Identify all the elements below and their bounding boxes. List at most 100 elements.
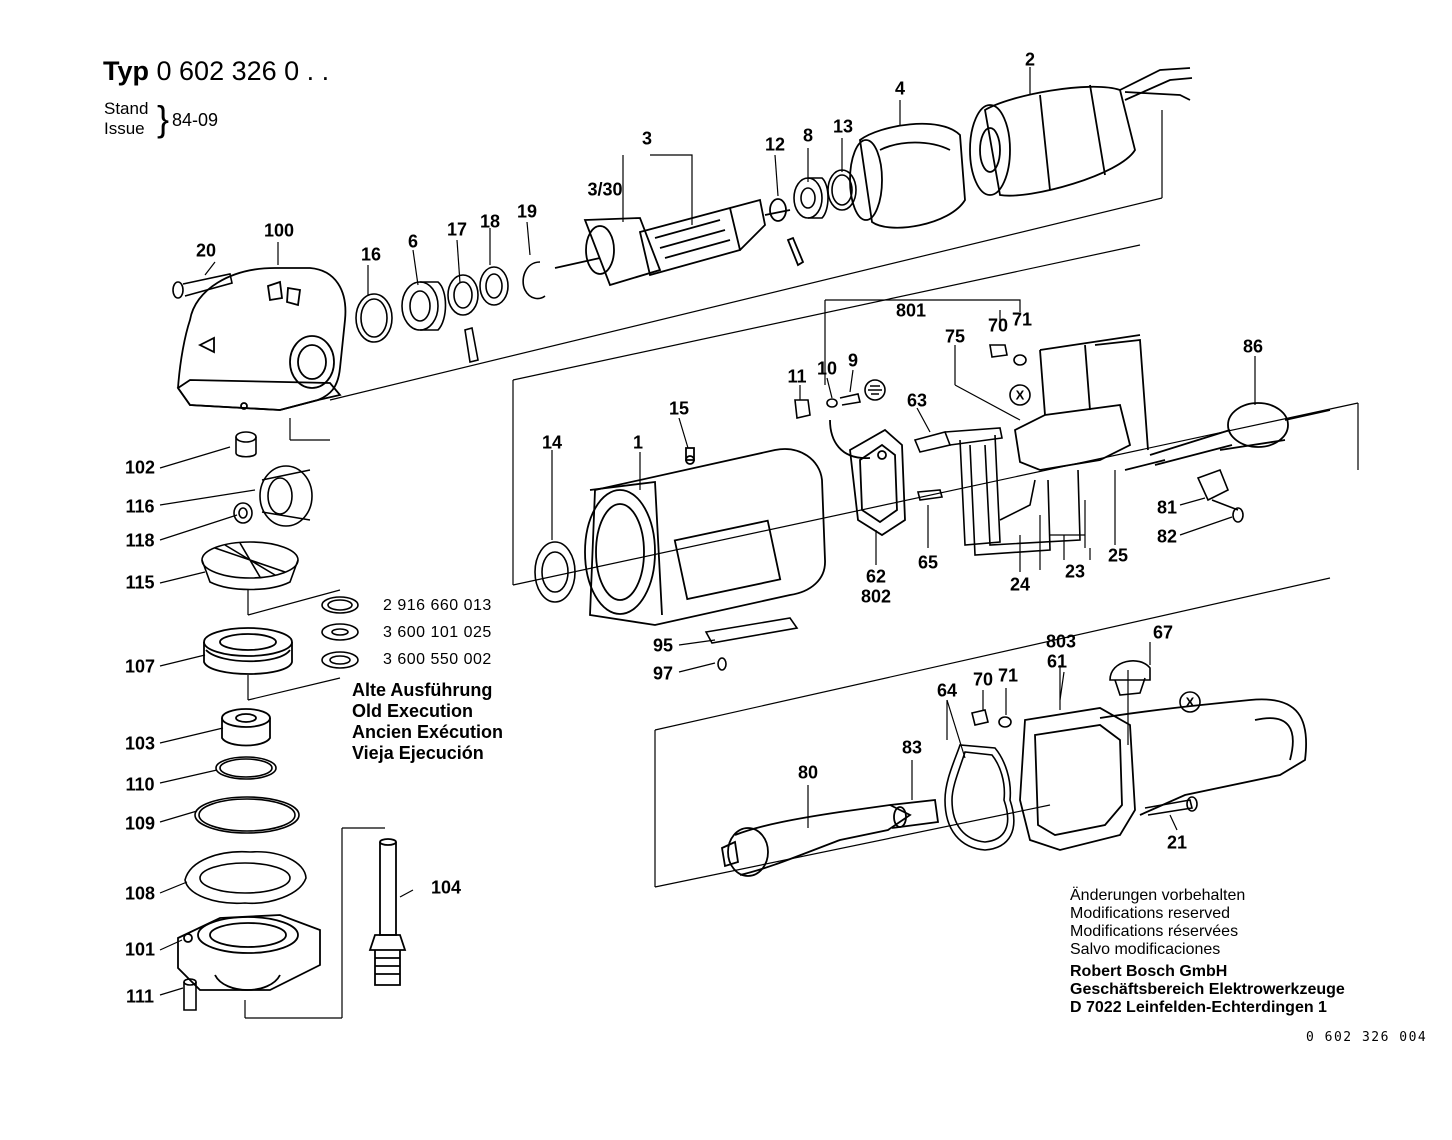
label-104: 104 [430,877,462,898]
baffle-4 [849,122,966,229]
footer-note-fr: Modifications réservées [1070,923,1239,940]
label-1: 1 [632,432,644,453]
document-number: 0 602 326 004 [1306,1030,1428,1045]
ring-110 [215,756,277,780]
gasket-108 [184,850,307,905]
label-97: 97 [652,663,674,684]
cord-sleeve-86 [1124,402,1331,471]
x-mark-top: X [1015,387,1025,403]
screw-111 [183,978,197,1011]
cord-guard-80-83 [720,799,940,877]
label-70-bottom: 70 [972,669,994,690]
label-102: 102 [124,457,156,478]
label-16: 16 [360,244,382,265]
part-pointers [159,67,1256,996]
gear-housing-100 [176,267,347,411]
label-12: 12 [764,134,786,155]
label-107: 107 [124,656,156,677]
label-13: 13 [832,116,854,137]
label-25: 25 [1107,545,1129,566]
label-62: 62 [865,566,887,587]
label-111: 111 [125,986,155,1007]
old-part-number-3: 3 600 550 002 [383,651,492,668]
old-execution-caption: Alte Ausführung Old Execution Ancien Exé… [352,680,503,764]
spindle-104 [368,838,407,986]
issue-brace: } [157,98,170,139]
label-75: 75 [944,326,966,347]
handle-housing-61 [1019,698,1307,851]
label-81: 81 [1156,497,1178,518]
issue-date: 84-09 [172,110,219,130]
old-execution-fr: Ancien Exécution [352,722,504,742]
screws-70-71-lower [971,709,1012,728]
label-71-top: 71 [1011,309,1033,330]
type-number: 0 602 326 [156,56,277,86]
brush-plate-62 [829,419,906,537]
armature-3 [554,198,805,287]
company-name: Robert Bosch GmbH [1070,963,1228,980]
label-116: 116 [125,496,155,517]
label-9: 9 [847,350,859,371]
old-part-number-2: 3 600 101 025 [383,624,492,641]
gasket-64 [944,744,1015,851]
label-15: 15 [668,398,690,419]
bevel-gear-116 [259,465,313,527]
old-execution-de: Alte Ausführung [352,680,493,700]
label-70-top: 70 [987,315,1009,336]
brushes-63 [913,427,1003,546]
label-3-30: 3/30 [587,179,623,200]
label-2: 2 [1024,49,1036,70]
bush-102 [235,431,257,458]
label-6: 6 [407,231,419,252]
bearing-cap-107 [203,627,293,675]
label-118: 118 [125,530,155,551]
screw-20 [172,273,233,299]
flange-101 [177,914,321,991]
small-screws-top [794,344,1027,501]
label-100: 100 [263,220,295,241]
label-67: 67 [1152,622,1174,643]
footer-note-es: Salvo modificaciones [1070,941,1221,958]
field-2 [969,67,1193,197]
label-801: 801 [895,300,927,321]
label-95: 95 [652,635,674,656]
old-rings [321,596,359,669]
nameplate-95 [704,617,799,671]
label-80: 80 [797,762,819,783]
label-86: 86 [1242,336,1264,357]
label-10: 10 [816,358,838,379]
ring-109 [194,796,300,834]
label-63: 63 [906,390,928,411]
motor-housing-1 [584,447,826,626]
label-83: 83 [901,737,923,758]
company-address: D 7022 Leinfelden-Echterdingen 1 [1070,999,1327,1016]
label-108: 108 [124,883,156,904]
label-103: 103 [124,733,156,754]
x-mark-bottom: X [1185,694,1195,710]
label-3: 3 [641,128,653,149]
label-21: 21 [1166,832,1188,853]
footer-note-en: Modifications reserved [1070,905,1231,922]
bearing-8 [793,169,857,219]
nut-118 [233,502,253,524]
label-802: 802 [860,586,892,607]
label-20: 20 [195,240,217,261]
label-17: 17 [446,219,468,240]
label-8: 8 [802,125,814,146]
type-suffix: 0 . . [284,56,330,86]
label-14: 14 [541,432,563,453]
type-title: Typ 0 602 326 0 . . [103,56,329,87]
label-109: 109 [124,813,156,834]
label-115: 115 [125,572,155,593]
cable-clamp-81 [1196,468,1244,523]
label-82: 82 [1156,526,1178,547]
x-markers [1009,384,1201,713]
old-execution-en: Old Execution [352,701,474,721]
label-110: 110 [125,774,155,795]
leader-lines [244,110,1359,1019]
label-61: 61 [1046,651,1068,672]
type-label: Typ [103,56,149,86]
label-11: 11 [787,366,807,387]
switch-knob-67 [1109,660,1151,696]
